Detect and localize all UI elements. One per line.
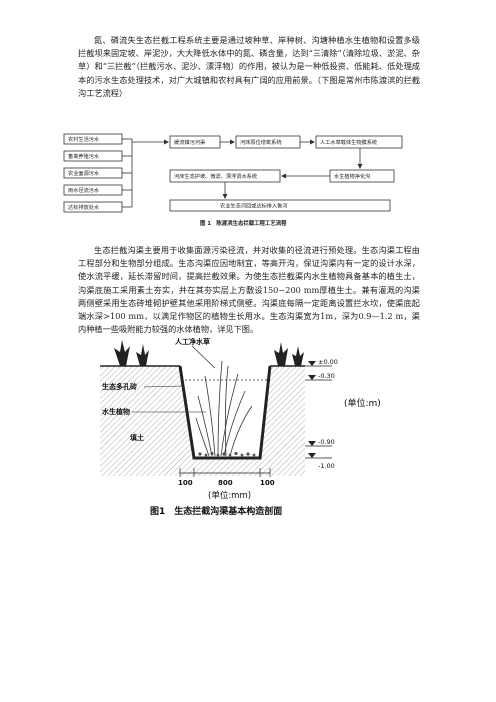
dim-mid: 800 <box>218 479 233 487</box>
label-artificial-grass: 人工净水草 <box>175 337 210 346</box>
label-aquatic-plant: 水生植物 <box>102 407 130 416</box>
flow-left-box-2: 畜禽养殖污水 <box>68 152 100 160</box>
flow-left-box-1: 农村生活污水 <box>68 135 100 143</box>
flow-mid-box-2: 水生植物净化沟 <box>334 172 370 180</box>
label-porous-brick: 生态多孔砖 <box>102 382 137 391</box>
flow-diagram-caption: 图 1 陈渡滨生态拦截工程工艺流程 <box>200 219 287 227</box>
elevation-2: -0.90 <box>318 438 335 446</box>
elevation-1: -0.30 <box>318 372 335 380</box>
unit-m-label: (单位:m) <box>344 397 381 409</box>
flow-mid-box-1: 河床生态护坡、微滤、漂浮调水系统 <box>174 172 257 180</box>
unit-mm-label: (单位:mm) <box>208 490 251 501</box>
label-soil: 填土 <box>130 433 144 442</box>
ditch-section-diagram: 人工净水草 生态多孔砖 水生植物 填土 ±0.00 -0.30 -0.90 -1… <box>100 337 381 517</box>
flow-bottom-box: 农业生态河回或达标排入鲁河 <box>220 202 287 210</box>
elevation-3: -1.00 <box>318 462 335 470</box>
intro-paragraph: 氮、磷流失生态拦截工程系统主要是通过坡种草、岸种树、沟塘种植水生植物和设置多级拦… <box>78 35 420 98</box>
flow-left-box-5: 达标排放处水 <box>68 203 100 211</box>
flow-top-box-3: 人工水草载体生物膜系统 <box>320 138 377 146</box>
dim-right: 100 <box>260 479 275 487</box>
dim-left: 100 <box>178 479 193 487</box>
section-diagram-caption: 图1 生态拦截沟渠基本构造剖面 <box>150 505 282 517</box>
flow-top-box-2: 河床原位增氧系统 <box>240 138 282 146</box>
process-flow-diagram: 农村生活污水 畜禽养殖污水 农业面源污水 雨水径流污水 达标排放处水 缓流镇污河… <box>63 133 403 227</box>
elevation-top: ±0.00 <box>318 358 338 366</box>
flow-left-box-3: 农业面源污水 <box>68 169 100 177</box>
flow-left-box-4: 雨水径流污水 <box>68 186 100 194</box>
ditch-description-paragraph: 生态拦截沟渠主要用于收集面源污染径流，并对收集的径流进行预处理。生态沟渠工程由工… <box>78 245 420 335</box>
flow-top-box-1: 缓流镇污河渠 <box>174 138 205 146</box>
